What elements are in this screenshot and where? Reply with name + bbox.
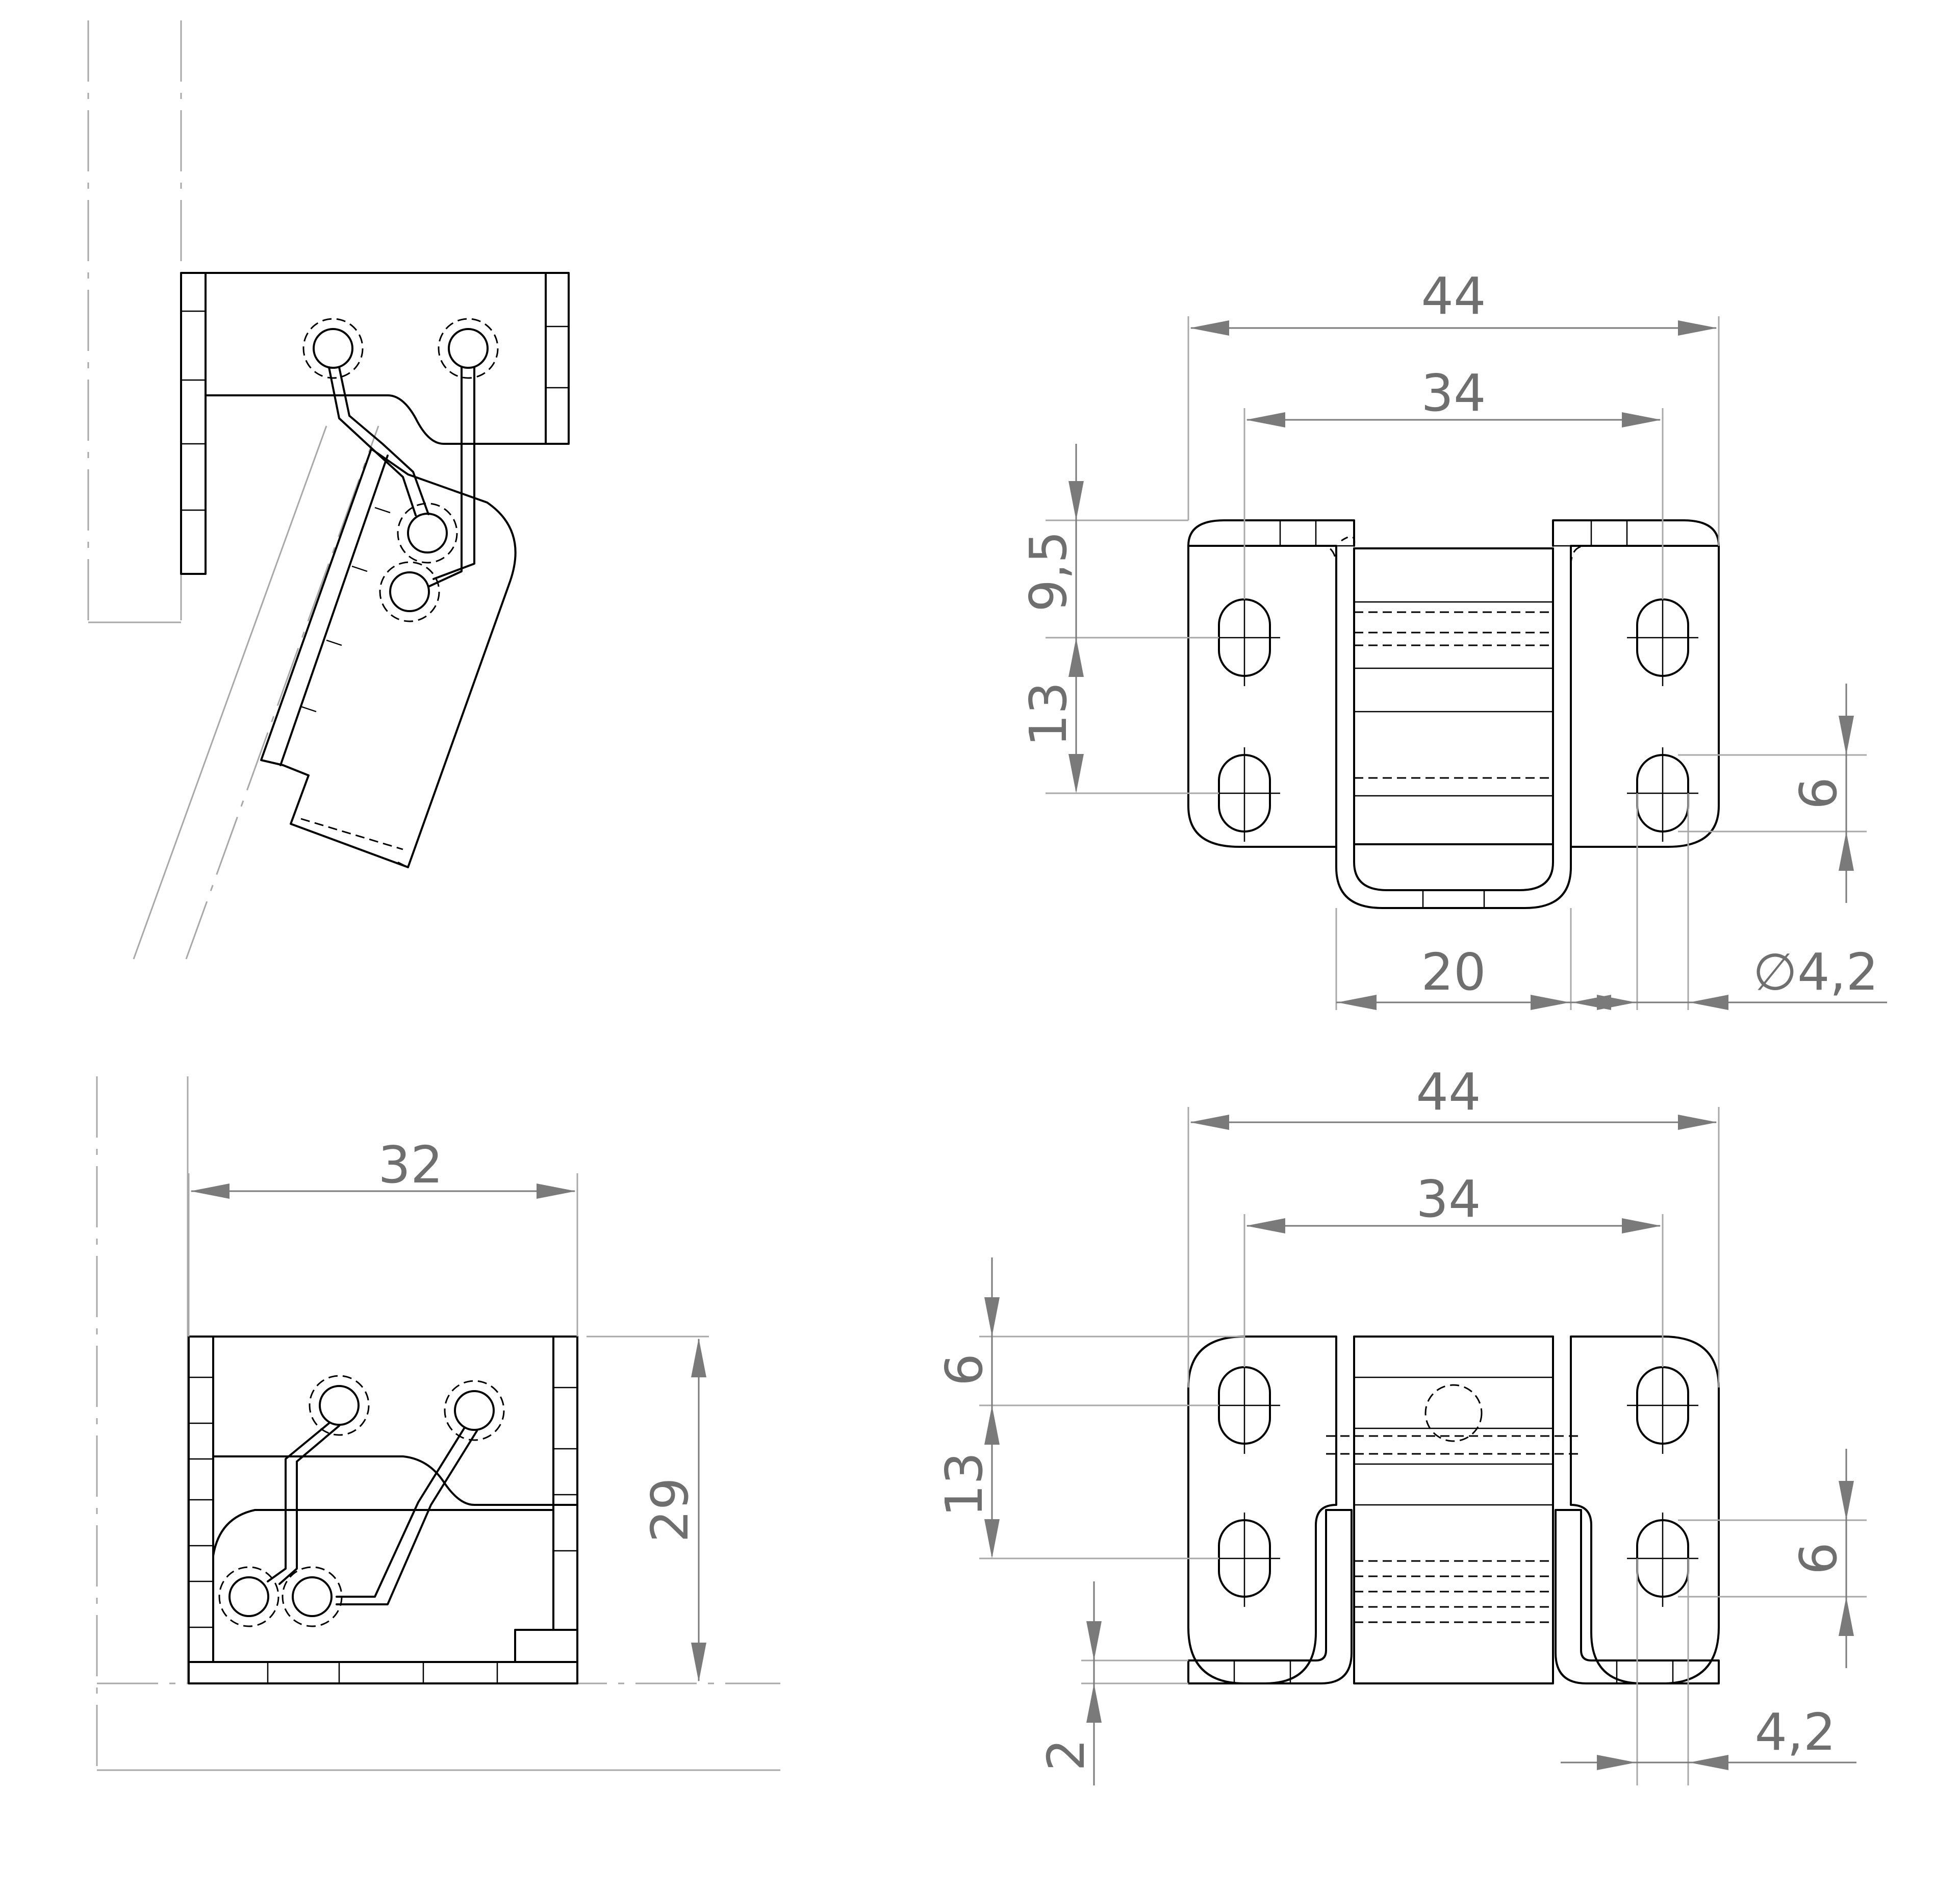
dim-edge-to-hole-y: 9,5 bbox=[1019, 531, 1078, 612]
dim-thickness: 2 bbox=[1036, 1739, 1096, 1771]
dim-hole-spacing-x: 34 bbox=[1416, 1169, 1481, 1229]
view-front-top: 44 34 9,5 13 6 20 ∅4,2 bbox=[1019, 266, 1887, 1010]
dim-hole-diameter: 4,2 bbox=[1754, 1702, 1836, 1762]
dim-hole-diameter: ∅4,2 bbox=[1753, 942, 1878, 1002]
dim-hole-spacing-y: 13 bbox=[1019, 682, 1078, 746]
dim-edge-to-hole-y: 6 bbox=[934, 1353, 994, 1386]
view-open-hinge-side bbox=[87, 20, 570, 960]
dim-hole-spacing-y: 13 bbox=[934, 1452, 994, 1517]
dim-width-overall: 44 bbox=[1416, 1062, 1481, 1122]
dim-slot-length: 6 bbox=[1789, 777, 1848, 810]
view-front-bottom: 44 34 6 13 2 6 4,2 bbox=[934, 1062, 1867, 1785]
dim-height: 29 bbox=[640, 1477, 700, 1542]
dim-slot-length: 6 bbox=[1789, 1542, 1848, 1575]
dim-depth: 32 bbox=[378, 1135, 443, 1195]
dim-barrel-width: 20 bbox=[1421, 942, 1486, 1002]
view-closed-hinge-side: 32 29 bbox=[96, 1076, 780, 1771]
dim-width-overall: 44 bbox=[1421, 266, 1486, 326]
dim-hole-spacing-x: 34 bbox=[1421, 363, 1486, 423]
